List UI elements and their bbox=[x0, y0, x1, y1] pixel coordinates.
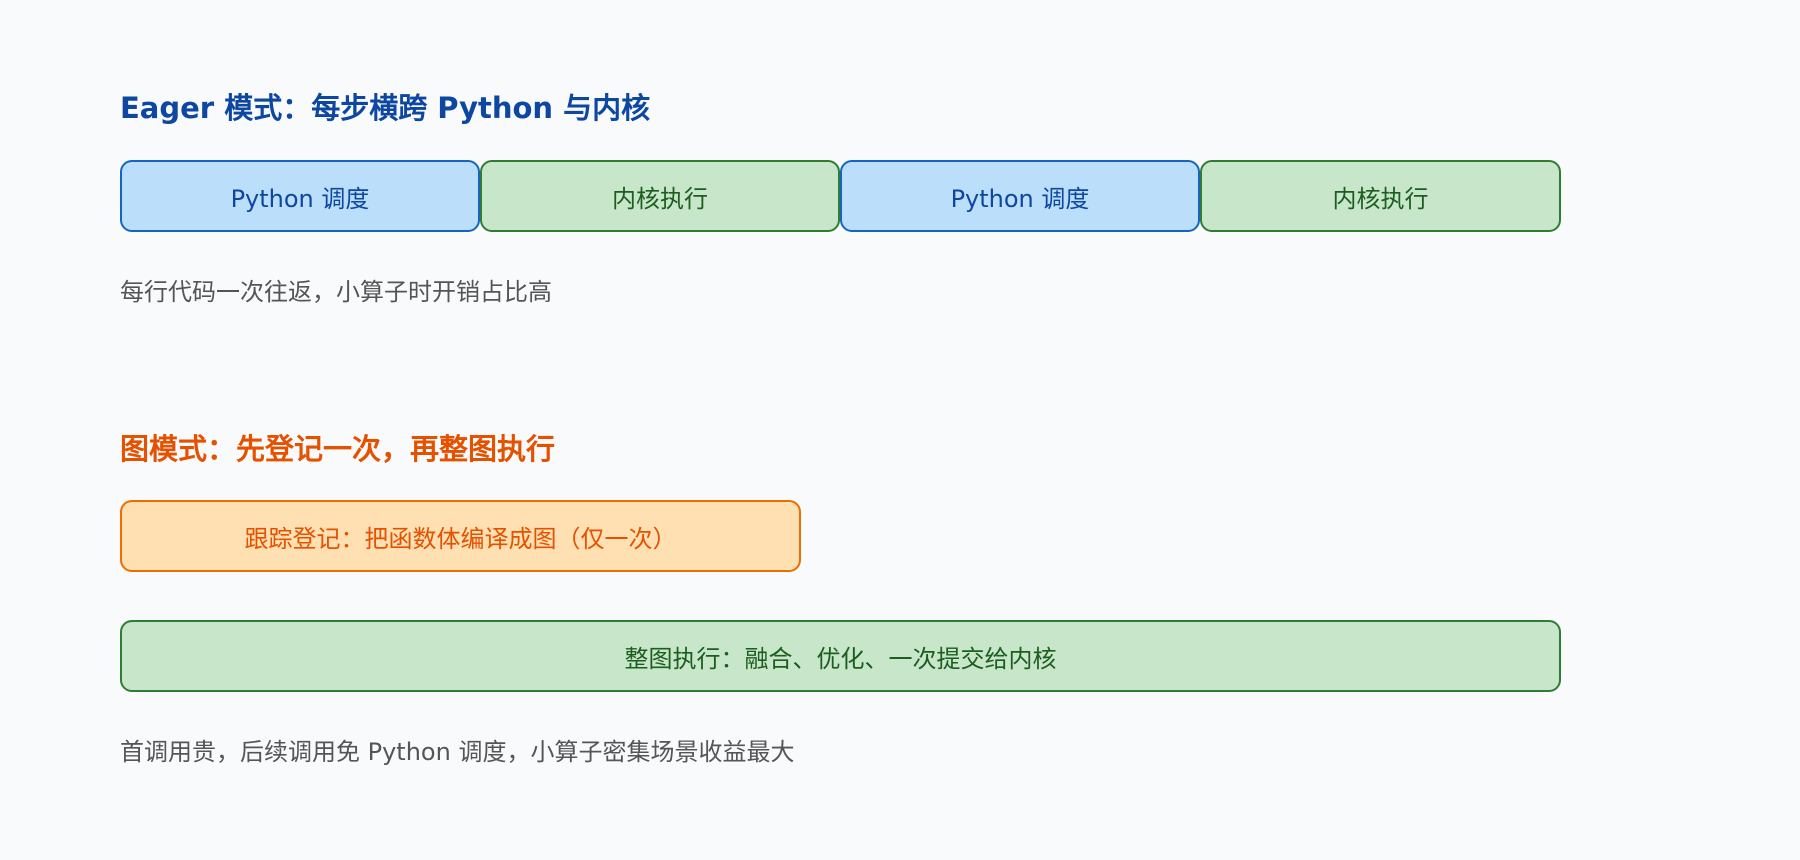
eager-step-kernel-exec-1: 内核执行 bbox=[480, 160, 840, 232]
graph-trace-step: 跟踪登记：把函数体编译成图（仅一次） bbox=[120, 500, 801, 572]
graph-section-title: 图模式：先登记一次，再整图执行 bbox=[120, 432, 556, 466]
eager-step-python-dispatch-2: Python 调度 bbox=[840, 160, 1200, 232]
eager-step-kernel-exec-2: 内核执行 bbox=[1200, 160, 1561, 232]
graph-trace-row: 跟踪登记：把函数体编译成图（仅一次） bbox=[120, 500, 801, 574]
eager-section-title: Eager 模式：每步横跨 Python 与内核 bbox=[120, 91, 651, 125]
graph-note: 首调用贵，后续调用免 Python 调度，小算子密集场景收益最大 bbox=[120, 738, 795, 766]
eager-step-python-dispatch-1: Python 调度 bbox=[120, 160, 480, 232]
eager-timeline: Python 调度 内核执行 Python 调度 内核执行 bbox=[120, 160, 1561, 234]
graph-execute-row: 整图执行：融合、优化、一次提交给内核 bbox=[120, 620, 1561, 694]
eager-note: 每行代码一次往返，小算子时开销占比高 bbox=[120, 278, 552, 306]
graph-execute-step: 整图执行：融合、优化、一次提交给内核 bbox=[120, 620, 1561, 692]
